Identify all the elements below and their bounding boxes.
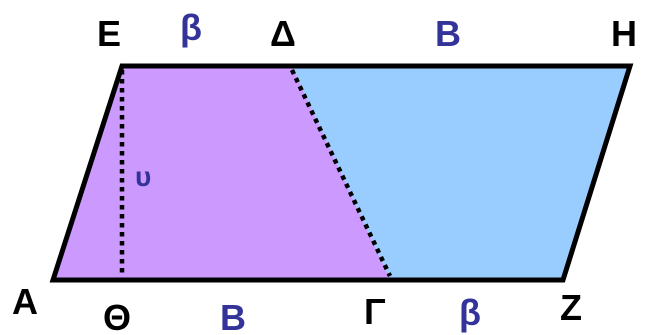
vertex-label-h: Η	[611, 13, 637, 54]
height-label-upsilon: υ	[135, 161, 151, 192]
vertex-label-a: Α	[12, 281, 38, 322]
segment-label-bottom-b: B	[220, 297, 246, 335]
vertex-label-theta: Θ	[103, 297, 131, 335]
blue-region	[292, 66, 630, 280]
purple-trapezoid	[53, 66, 390, 280]
diagonal-delta-gamma	[289, 69, 393, 277]
outer-parallelogram	[49, 63, 634, 283]
vertex-label-z: Ζ	[560, 287, 582, 328]
vertex-label-gamma: Γ	[364, 291, 386, 332]
segment-label-bottom-beta: β	[459, 292, 481, 333]
vertex-label-delta: Δ	[270, 13, 296, 54]
segment-label-top-beta: β	[180, 7, 202, 48]
segment-label-top-b: B	[435, 13, 461, 54]
vertex-label-e: Ε	[97, 13, 121, 54]
